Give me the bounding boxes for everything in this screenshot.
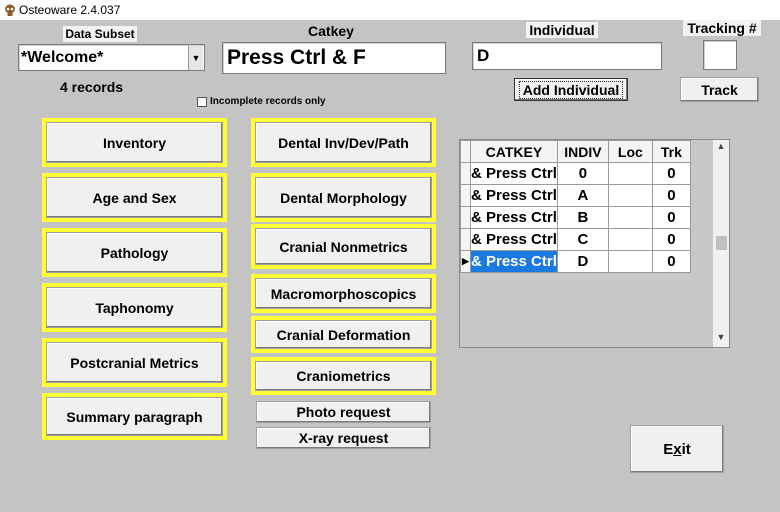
add-individual-button[interactable]: Add Individual [514, 78, 628, 101]
exit-prefix: E [663, 440, 674, 458]
individuals-grid[interactable]: CATKEY INDIV Loc Trk Press Ctrl & 0 0 Pr… [459, 139, 730, 348]
skull-icon [5, 4, 15, 16]
chevron-down-icon[interactable]: ▼ [188, 46, 203, 70]
cell-trk[interactable]: 0 [651, 184, 691, 207]
summary-frame: Summary paragraph [42, 393, 227, 440]
taphonomy-button[interactable]: Taphonomy [46, 287, 223, 328]
grid-scrollbar[interactable]: ▲ ▼ [713, 140, 729, 347]
data-subset-label: Data Subset [63, 26, 137, 42]
row-header-corner [460, 140, 471, 163]
cell-loc[interactable] [607, 184, 653, 207]
record-count: 4 records [60, 79, 124, 95]
cell-loc[interactable] [607, 250, 653, 273]
cranial-deformation-button[interactable]: Cranial Deformation [255, 320, 432, 349]
table-row[interactable]: Press Ctrl & C 0 [460, 228, 691, 251]
pathology-button[interactable]: Pathology [46, 232, 223, 273]
xray-request-button[interactable]: X-ray request [256, 427, 431, 449]
cranial-nonmetrics-button[interactable]: Cranial Nonmetrics [255, 228, 432, 265]
grid-header-row: CATKEY INDIV Loc Trk [460, 140, 691, 163]
cell-indiv[interactable]: 0 [556, 162, 609, 185]
title-bar: Osteoware 2.4.037 [0, 0, 780, 20]
data-subset-value: *Welcome* [21, 49, 104, 66]
table-row-selected[interactable]: ▶ Press Ctrl & D 0 [460, 250, 691, 273]
tracking-label: Tracking # [683, 20, 761, 36]
add-individual-label: Add Individual [518, 80, 624, 99]
scroll-up-icon[interactable]: ▲ [716, 141, 726, 151]
tracking-field[interactable] [703, 40, 737, 70]
catkey-label: Catkey [308, 23, 354, 39]
scroll-thumb[interactable] [716, 236, 727, 250]
cell-trk[interactable]: 0 [651, 162, 691, 185]
taphonomy-frame: Taphonomy [42, 283, 227, 332]
postcranial-metrics-button[interactable]: Postcranial Metrics [46, 342, 223, 383]
row-selector[interactable] [460, 162, 471, 185]
grid-table: CATKEY INDIV Loc Trk Press Ctrl & 0 0 Pr… [460, 140, 691, 273]
macromorph-frame: Macromorphoscopics [251, 274, 436, 313]
inventory-frame: Inventory [42, 118, 227, 167]
data-subset-combo[interactable]: *Welcome* ▼ [18, 44, 205, 71]
track-button[interactable]: Track [680, 77, 759, 102]
cell-trk[interactable]: 0 [651, 250, 691, 273]
craniometrics-frame: Craniometrics [251, 357, 436, 395]
cell-catkey[interactable]: Press Ctrl & [470, 162, 558, 185]
cell-catkey[interactable]: Press Ctrl & [470, 184, 558, 207]
cell-catkey[interactable]: Press Ctrl & [470, 250, 558, 273]
col-header-loc[interactable]: Loc [607, 140, 653, 163]
cell-indiv[interactable]: C [556, 228, 609, 251]
catkey-field[interactable]: Press Ctrl & F [222, 42, 446, 74]
age-sex-frame: Age and Sex [42, 173, 227, 222]
exit-suffix: it [681, 440, 691, 458]
col-header-indiv[interactable]: INDIV [556, 140, 609, 163]
cell-loc[interactable] [607, 162, 653, 185]
cranial-nonmetrics-frame: Cranial Nonmetrics [251, 224, 436, 269]
individual-field[interactable]: D [472, 42, 662, 70]
dental-inv-frame: Dental Inv/Dev/Path [251, 118, 436, 167]
col-header-trk[interactable]: Trk [651, 140, 691, 163]
current-row-arrow-icon[interactable]: ▶ [460, 250, 471, 273]
dental-inv-button[interactable]: Dental Inv/Dev/Path [255, 122, 432, 163]
pathology-frame: Pathology [42, 228, 227, 277]
cell-indiv[interactable]: A [556, 184, 609, 207]
dental-morphology-button[interactable]: Dental Morphology [255, 177, 432, 218]
col-header-catkey[interactable]: CATKEY [470, 140, 558, 163]
cell-trk[interactable]: 0 [651, 228, 691, 251]
cell-trk[interactable]: 0 [651, 206, 691, 229]
table-row[interactable]: Press Ctrl & 0 0 [460, 162, 691, 185]
table-row[interactable]: Press Ctrl & A 0 [460, 184, 691, 207]
cell-catkey[interactable]: Press Ctrl & [470, 206, 558, 229]
scroll-down-icon[interactable]: ▼ [716, 332, 726, 342]
cell-indiv[interactable]: B [556, 206, 609, 229]
row-selector[interactable] [460, 228, 471, 251]
window-title: Osteoware 2.4.037 [19, 3, 121, 17]
postcranial-frame: Postcranial Metrics [42, 338, 227, 387]
photo-request-button[interactable]: Photo request [256, 401, 431, 423]
individual-label: Individual [526, 22, 598, 38]
cranial-deformation-frame: Cranial Deformation [251, 316, 436, 353]
cell-loc[interactable] [607, 228, 653, 251]
cell-indiv[interactable]: D [556, 250, 609, 273]
age-and-sex-button[interactable]: Age and Sex [46, 177, 223, 218]
summary-paragraph-button[interactable]: Summary paragraph [46, 397, 223, 436]
incomplete-label: Incomplete records only [210, 96, 326, 107]
row-selector[interactable] [460, 206, 471, 229]
macromorphoscopics-button[interactable]: Macromorphoscopics [255, 278, 432, 309]
dental-morph-frame: Dental Morphology [251, 173, 436, 222]
exit-mnemonic: x [673, 440, 682, 458]
table-row[interactable]: Press Ctrl & B 0 [460, 206, 691, 229]
cell-catkey[interactable]: Press Ctrl & [470, 228, 558, 251]
inventory-button[interactable]: Inventory [46, 122, 223, 163]
cell-loc[interactable] [607, 206, 653, 229]
row-selector[interactable] [460, 184, 471, 207]
incomplete-checkbox[interactable] [197, 97, 207, 107]
craniometrics-button[interactable]: Craniometrics [255, 361, 432, 391]
